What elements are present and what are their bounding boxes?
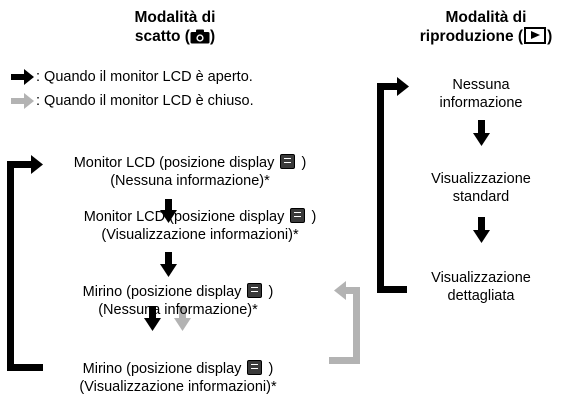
shooting-mode-header: Modalità di scatto () — [95, 8, 255, 49]
shooting-loop-arrow — [7, 155, 43, 371]
gray-loop-arrow — [329, 281, 360, 364]
shooting-state-3: Mirino (posizione display ) (Nessuna inf… — [82, 283, 274, 318]
shooting-header-line2: scatto () — [95, 27, 255, 49]
shooting-down-arrow-1 — [160, 199, 177, 223]
playback-state-3: Visualizzazione dettagliata — [431, 270, 531, 304]
legend-gray-arrow — [11, 93, 34, 109]
shooting-down-arrow-gray-3 — [174, 306, 191, 331]
shooting-down-arrow-2 — [160, 252, 177, 277]
camera-icon — [190, 29, 210, 49]
playback-state-2: Visualizzazione standard — [431, 171, 531, 205]
playback-header-line2: riproduzione () — [419, 27, 553, 45]
playback-down-arrow-2 — [473, 217, 490, 243]
display-1-icon — [247, 283, 263, 298]
display-1-icon — [280, 154, 296, 169]
legend-black-arrow — [11, 69, 34, 85]
legend-gray-label: : Quando il monitor LCD è chiuso. — [36, 93, 254, 109]
playback-state-1: Nessuna informazione — [439, 77, 523, 111]
playback-loop-arrow — [377, 77, 409, 293]
shooting-header-line1: Modalità di — [134, 9, 216, 26]
shooting-down-arrow-black-3 — [144, 306, 161, 331]
display-2-icon — [290, 208, 306, 223]
playback-mode-header: Modalità di riproduzione () — [398, 8, 574, 46]
playback-down-arrow-1 — [473, 120, 490, 146]
shooting-state-1: Monitor LCD (posizione display ) (Nessun… — [73, 154, 307, 189]
playback-header-line1: Modalità di — [445, 9, 527, 26]
legend-black-label: : Quando il monitor LCD è aperto. — [36, 69, 253, 85]
shooting-state-4: Mirino (posizione display ) (Visualizzaz… — [79, 360, 277, 395]
shooting-state-2: Monitor LCD (posizione display ) (Visual… — [83, 208, 317, 243]
display-2-icon — [247, 360, 263, 375]
play-icon — [524, 27, 547, 44]
